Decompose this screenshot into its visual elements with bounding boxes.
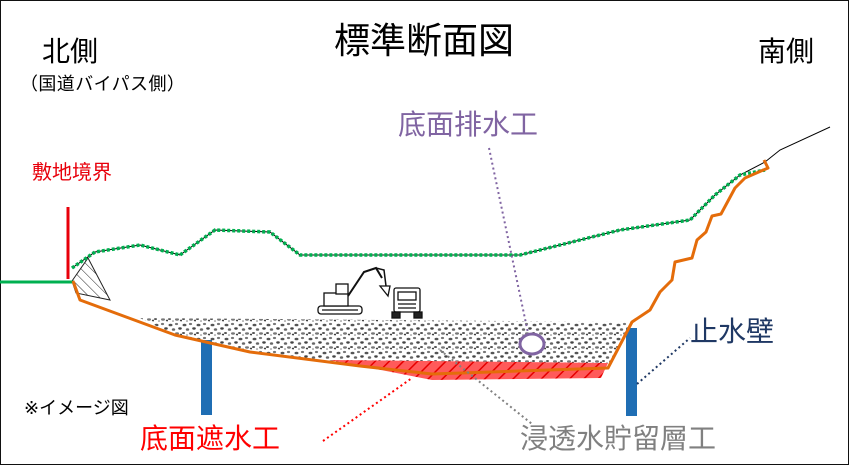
storage-gravel-layer [140,318,632,374]
south-cutoff-pile [626,328,637,416]
storage-label: 浸透水貯留層工 [520,422,717,455]
north-cutoff-pile [201,340,212,415]
excavator-icon [317,266,391,315]
north-sublabel: （国道バイパス側） [20,74,186,95]
liner-label: 底面遮水工 [140,422,281,455]
page-title: 標準断面図 [334,21,515,62]
excavation-ground-line [71,159,770,376]
existing-ground-line [71,126,831,269]
planned-surface-line [71,168,766,270]
boundary-label: 敷地境界 [32,160,112,184]
cutoff-wall-label: 止水壁 [690,315,775,348]
image-note: ※イメージ図 [24,398,129,419]
drain-label: 底面排水工 [398,108,539,141]
liner-layer [330,360,608,380]
drain-leader-line [488,147,529,334]
dump-truck-icon [391,287,423,319]
cutoff-wall-leader-line [636,337,691,385]
north-label: 北側 [42,35,99,68]
south-label: 南側 [758,35,815,68]
drain-pipe [518,332,546,356]
liner-leader-line [322,377,413,442]
